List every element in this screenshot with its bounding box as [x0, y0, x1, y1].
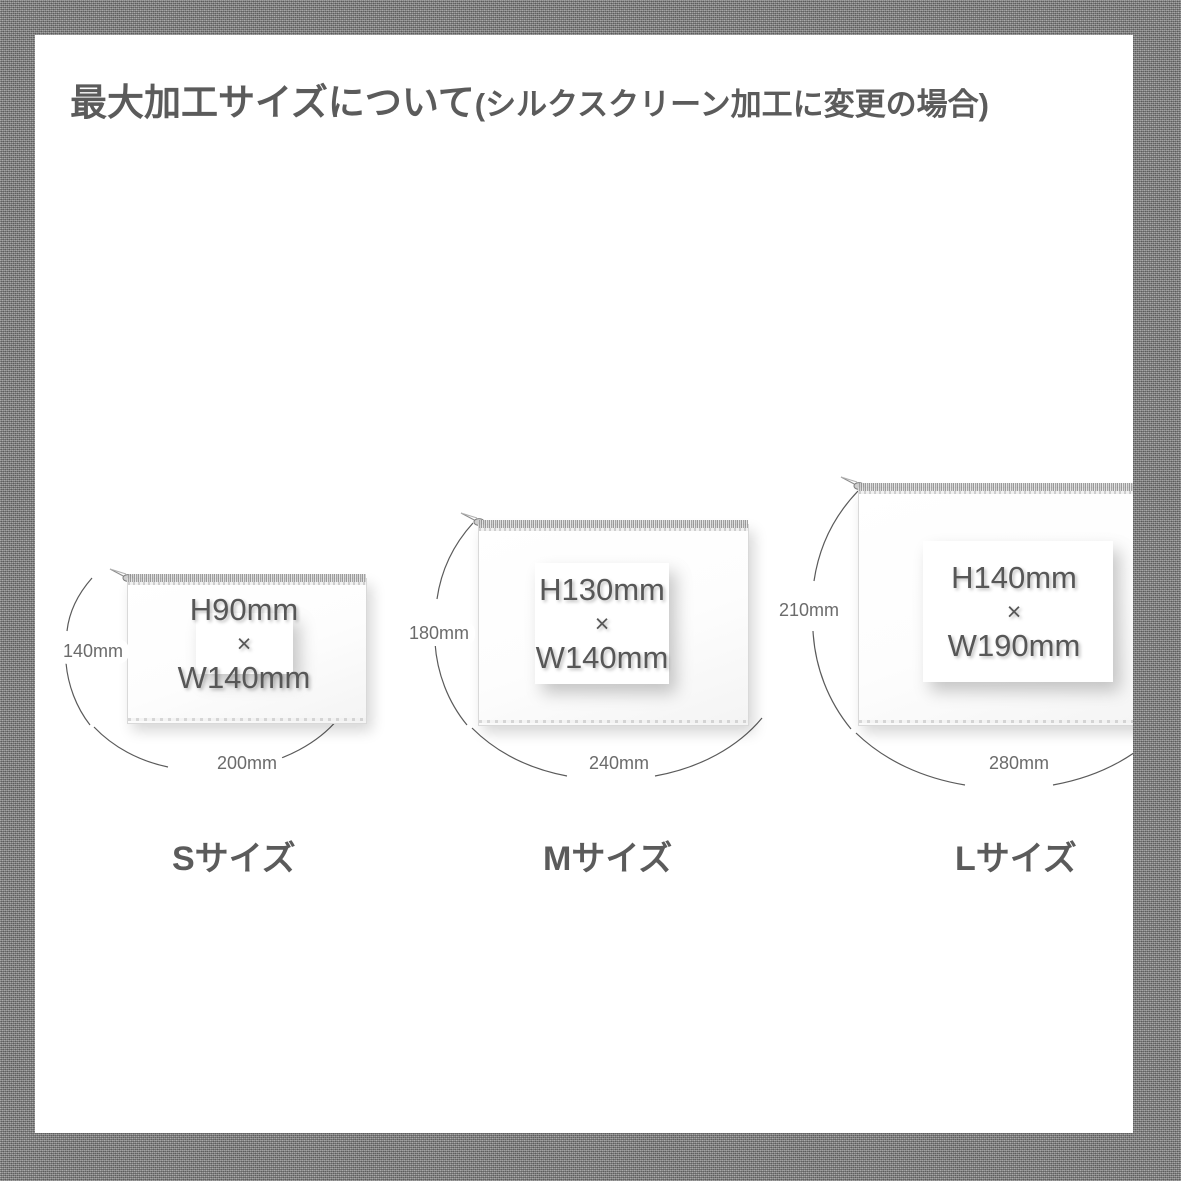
size-group-l: H140mm × W190mm 210mm 280mm Lサイズ	[35, 35, 1133, 878]
dimension-arc-l	[812, 490, 1133, 786]
zipper-tape-l	[859, 483, 1133, 491]
print-area-box-l	[923, 541, 1113, 682]
print-width-s: W140mm	[177, 660, 311, 696]
size-group-m: H130mm × W140mm 180mm 240mm Mサイズ	[35, 35, 815, 878]
size-caption-l: Lサイズ	[955, 840, 1077, 878]
page-title-parenthetical: (シルクスクリーン加工に変更の場合)	[474, 87, 989, 122]
zipper-teeth-s	[128, 582, 366, 585]
pouch-width-label-l: 280mm	[983, 751, 1056, 776]
size-caption-m: Mサイズ	[543, 840, 673, 878]
size-group-s: H90mm × W140mm 140mm 200mm Sサイズ	[35, 35, 435, 878]
pouch-height-label-m: 180mm	[403, 621, 476, 646]
print-width-l: W190mm	[947, 628, 1081, 664]
print-height-l: H140mm	[951, 559, 1077, 595]
print-separator-s: ×	[236, 629, 252, 658]
pouch-width-label-s: 200mm	[211, 751, 284, 776]
bottom-seam-l	[859, 720, 1133, 723]
print-separator-m: ×	[594, 609, 610, 638]
print-area-box-m	[535, 563, 669, 684]
dimension-arc-m	[434, 522, 763, 777]
print-separator-l: ×	[1006, 597, 1022, 626]
print-area-box-s	[196, 613, 293, 674]
print-area-label-m: H130mm × W140mm	[536, 571, 669, 677]
size-caption-s: Sサイズ	[172, 840, 296, 878]
bottom-seam-m	[479, 720, 748, 723]
pouch-width-label-m: 240mm	[583, 751, 656, 776]
print-area-label-l: H140mm × W190mm	[948, 559, 1081, 665]
pouch-height-label-s: 140mm	[57, 639, 130, 664]
bottom-seam-s	[128, 718, 366, 721]
print-height-s: H90mm	[189, 591, 299, 627]
zipper-tape-s	[128, 574, 366, 582]
print-area-label-s: H90mm × W140mm	[178, 591, 311, 697]
content-card: 最大加工サイズについて(シルクスクリーン加工に変更の場合)	[35, 35, 1133, 1133]
zipper-teeth-l	[859, 491, 1133, 494]
pouch-height-label-l: 210mm	[773, 598, 846, 623]
page-title: 最大加工サイズについて(シルクスクリーン加工に変更の場合)	[70, 72, 1120, 126]
print-width-m: W140mm	[535, 640, 669, 676]
zipper-tape-m	[479, 520, 748, 528]
zipper-teeth-m	[479, 528, 748, 531]
print-height-m: H130mm	[539, 571, 665, 607]
page-title-main: 最大加工サイズについて	[70, 82, 475, 123]
